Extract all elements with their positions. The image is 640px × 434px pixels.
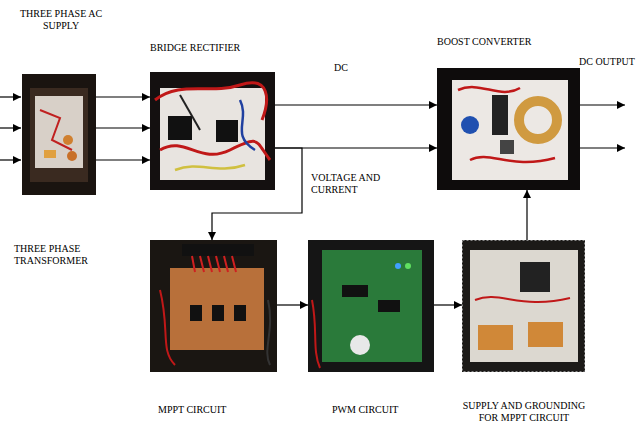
caption-text: THREE PHASE TRANSFORMER [14, 243, 114, 267]
photo-caption: MPPT CIRCUIT [158, 404, 268, 416]
signal-wire [96, 96, 150, 97]
photo-caption: PWM CIRCUIT [332, 404, 432, 416]
signal-wire [277, 304, 308, 305]
rectifier-photo [150, 72, 275, 190]
supply-photo [462, 240, 585, 372]
photo-block: PWM CIRCUIT [308, 240, 434, 372]
photo-caption: THREE PHASE TRANSFORMER [14, 243, 114, 267]
caption-text: BOOST CONVERTER [437, 36, 580, 48]
output-arrows [580, 105, 625, 148]
signal-wire [96, 159, 150, 160]
pwm-photo [308, 240, 434, 372]
input-arrows [0, 97, 21, 160]
photo-caption: SUPPLY AND GROUNDING FOR MPPT CIRCUIT [454, 400, 594, 424]
photo-block: THREE PHASE TRANSFORMER [22, 74, 96, 195]
photo-block: BOOST CONVERTER [437, 68, 580, 190]
transformer-photo [22, 74, 96, 195]
signal-wire [434, 304, 462, 305]
signal-wire [275, 104, 437, 105]
signal-wire [526, 190, 527, 240]
photo-caption: BOOST CONVERTER [437, 36, 580, 48]
caption-text: BRIDGE RECTIFIER [150, 42, 275, 54]
photo-block: BRIDGE RECTIFIER [150, 72, 275, 190]
boost-converter-photo [437, 68, 580, 190]
block-label: DC OUTPUT [578, 56, 640, 68]
wire-label: DC [333, 62, 375, 74]
caption-text: MPPT CIRCUIT [158, 404, 268, 416]
photo-block: MPPT CIRCUIT [150, 240, 277, 372]
block-label: THREE PHASE AC SUPPLY [10, 8, 112, 32]
signal-wire [212, 148, 302, 240]
caption-text: SUPPLY AND GROUNDING FOR MPPT CIRCUIT [454, 400, 594, 424]
signal-wire [96, 127, 150, 128]
mppt-photo [150, 240, 277, 372]
caption-text: PWM CIRCUIT [332, 404, 432, 416]
photo-block: SUPPLY AND GROUNDING FOR MPPT CIRCUIT [462, 240, 585, 372]
photo-caption: BRIDGE RECTIFIER [150, 42, 275, 54]
wire-label: VOLTAGE AND CURRENT [310, 172, 400, 196]
